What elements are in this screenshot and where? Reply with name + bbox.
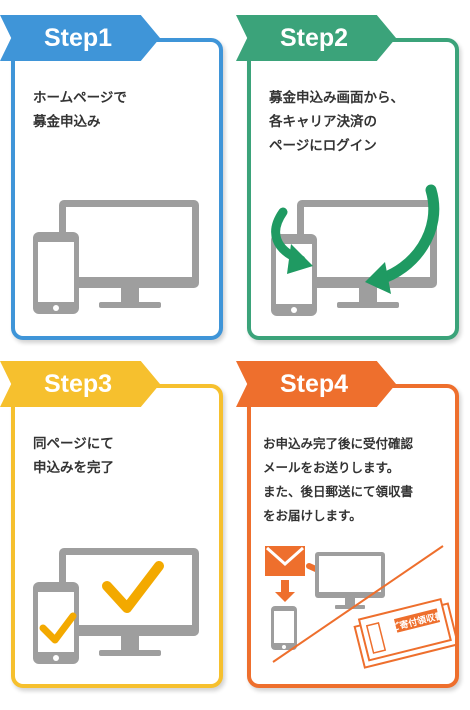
step3-card: 同ページにて 申込みを完了 [11, 384, 223, 688]
step4-ribbon: Step4 [236, 361, 396, 407]
monitor-icon [59, 200, 199, 308]
smartphone-icon [33, 232, 79, 314]
step1-card: ホームページで 募金申込み [11, 38, 223, 340]
step1-ribbon: Step1 [0, 15, 160, 61]
down-arrow-icon [275, 580, 295, 602]
step2-description: 募金申込み画面から、 各キャリア決済の ページにログイン [269, 90, 404, 154]
divider-line [272, 545, 444, 663]
mailing-illustration: ご寄付領収書 [265, 545, 455, 669]
step2-ribbon: Step2 [236, 15, 396, 61]
step1-description: ホームページで 募金申込み [33, 90, 127, 130]
device-illustration [271, 184, 440, 316]
mail-icon [265, 546, 305, 576]
monitor-icon [59, 548, 199, 656]
step3-description: 同ページにて 申込みを完了 [33, 436, 114, 476]
monitor-icon [315, 552, 385, 609]
step2-card: 募金申込み画面から、 各キャリア決済の ページにログイン [247, 38, 459, 340]
device-illustration [33, 200, 199, 314]
step3-ribbon: Step3 [0, 361, 160, 407]
step4-card: お申込み完了後に受付確認 メールをお送りします。 また、後日郵送にて領収書 をお… [247, 384, 459, 688]
curved-arrow-icon [271, 207, 313, 274]
check-icon [39, 612, 77, 644]
curved-arrow-icon [365, 184, 440, 294]
device-illustration [33, 548, 199, 664]
envelope-icon: ご寄付領収書 [353, 598, 455, 669]
smartphone-icon [271, 606, 297, 650]
check-icon [102, 561, 164, 613]
step4-description: お申込み完了後に受付確認 メールをお送りします。 また、後日郵送にて領収書 をお… [263, 436, 414, 523]
